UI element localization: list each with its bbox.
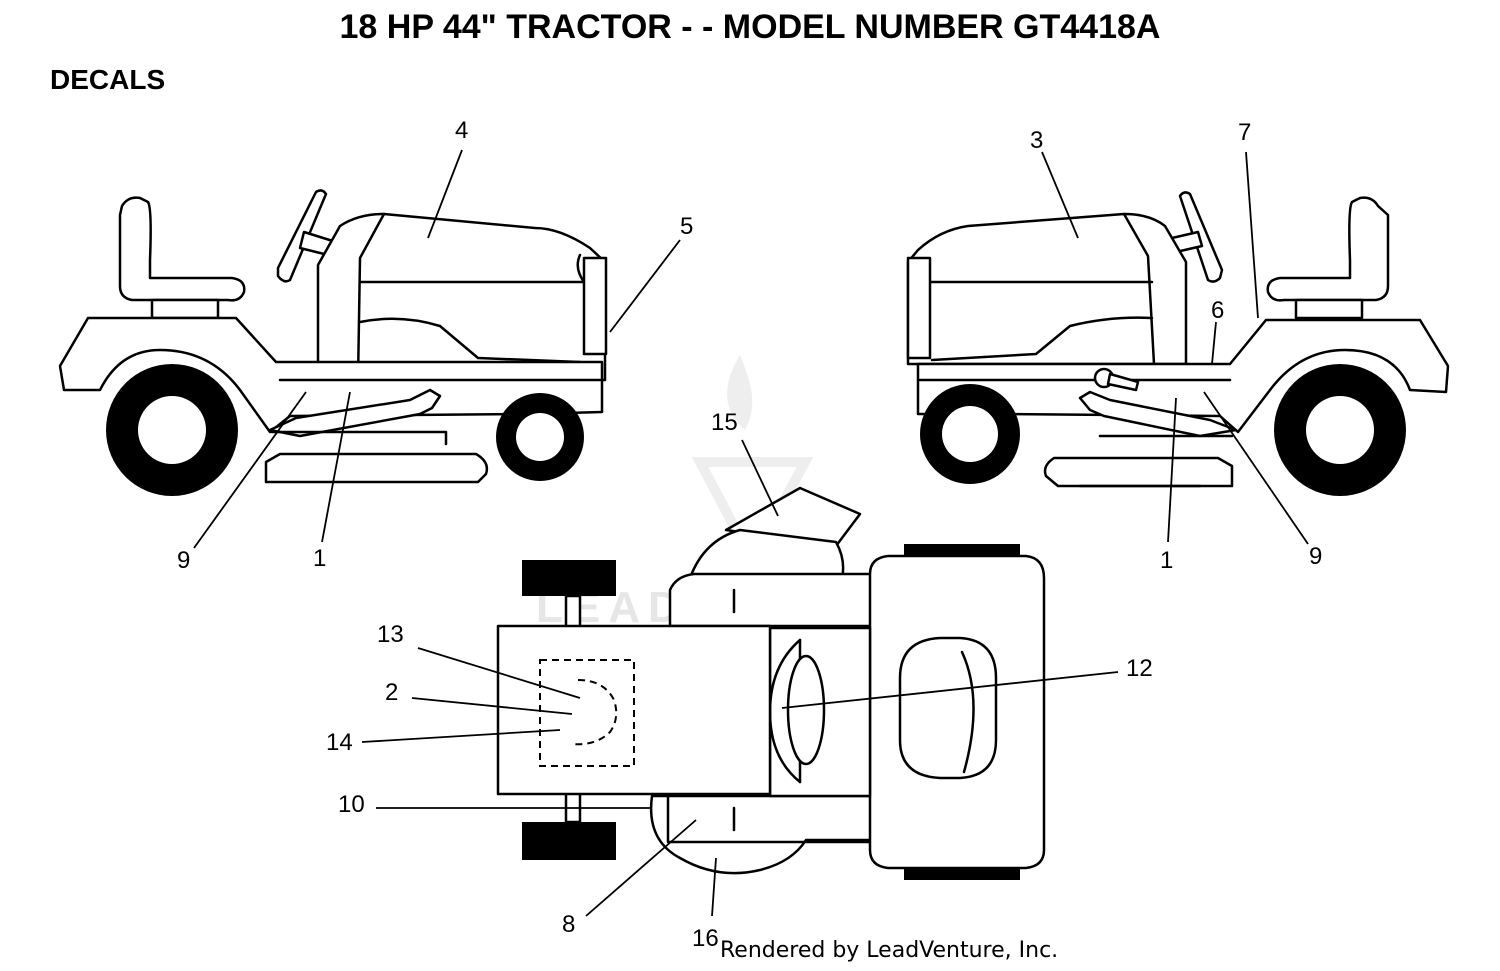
credit-text: Rendered by LeadVenture, Inc.	[720, 938, 1059, 963]
top-deck-upper	[668, 572, 882, 628]
callout-top-axle: 10	[338, 791, 365, 818]
top-rear-wheel-lower	[522, 822, 616, 860]
right-grille	[906, 256, 932, 360]
callout-right-hood: 3	[1030, 127, 1043, 154]
right-side-view	[906, 191, 1450, 496]
left-grille	[582, 256, 608, 356]
top-deck-lower	[649, 794, 882, 875]
top-view	[496, 486, 1046, 880]
right-seat	[1266, 196, 1390, 302]
top-hood	[868, 554, 1046, 870]
callout-top-dash-b: 2	[385, 679, 398, 706]
callout-left-front: 5	[680, 213, 693, 240]
callout-right-rear: 7	[1238, 119, 1251, 146]
left-seat	[118, 196, 246, 302]
callout-right-fender: 9	[1309, 543, 1322, 570]
top-leaders	[361, 439, 1119, 917]
left-side-view	[58, 189, 608, 496]
callout-top-dash-a: 13	[377, 621, 404, 648]
left-hood	[316, 212, 607, 382]
diagram-title: 18 HP 44" TRACTOR - - MODEL NUMBER GT441…	[339, 8, 1161, 46]
callout-top-dash-c: 14	[326, 729, 353, 756]
callout-left-fender: 9	[177, 547, 190, 574]
right-hood	[906, 212, 1188, 366]
left-mower-deck	[264, 452, 489, 484]
callout-top-deck-bottom: 16	[692, 925, 719, 952]
section-heading: DECALS	[50, 64, 166, 95]
top-rear-wheel-upper	[522, 560, 616, 596]
callout-left-frame: 1	[313, 545, 326, 572]
callout-top-seat: 12	[1126, 655, 1153, 682]
left-leaders	[193, 149, 681, 549]
callout-top-chute: 15	[711, 409, 738, 436]
right-running-board	[1078, 390, 1238, 438]
callout-top-deck: 8	[562, 911, 575, 938]
right-leaders	[1041, 151, 1309, 545]
callout-labels: 4 5 1 9 3 7 6 1 9 15 13 2 14 10 12 8 16	[177, 117, 1322, 952]
callout-right-frame: 1	[1160, 547, 1173, 574]
callout-left-hood: 4	[455, 117, 468, 144]
left-seat-post	[150, 298, 220, 320]
left-running-board	[268, 388, 442, 438]
right-mower-deck	[1043, 456, 1234, 488]
callout-right-frame-upper: 6	[1211, 297, 1224, 324]
